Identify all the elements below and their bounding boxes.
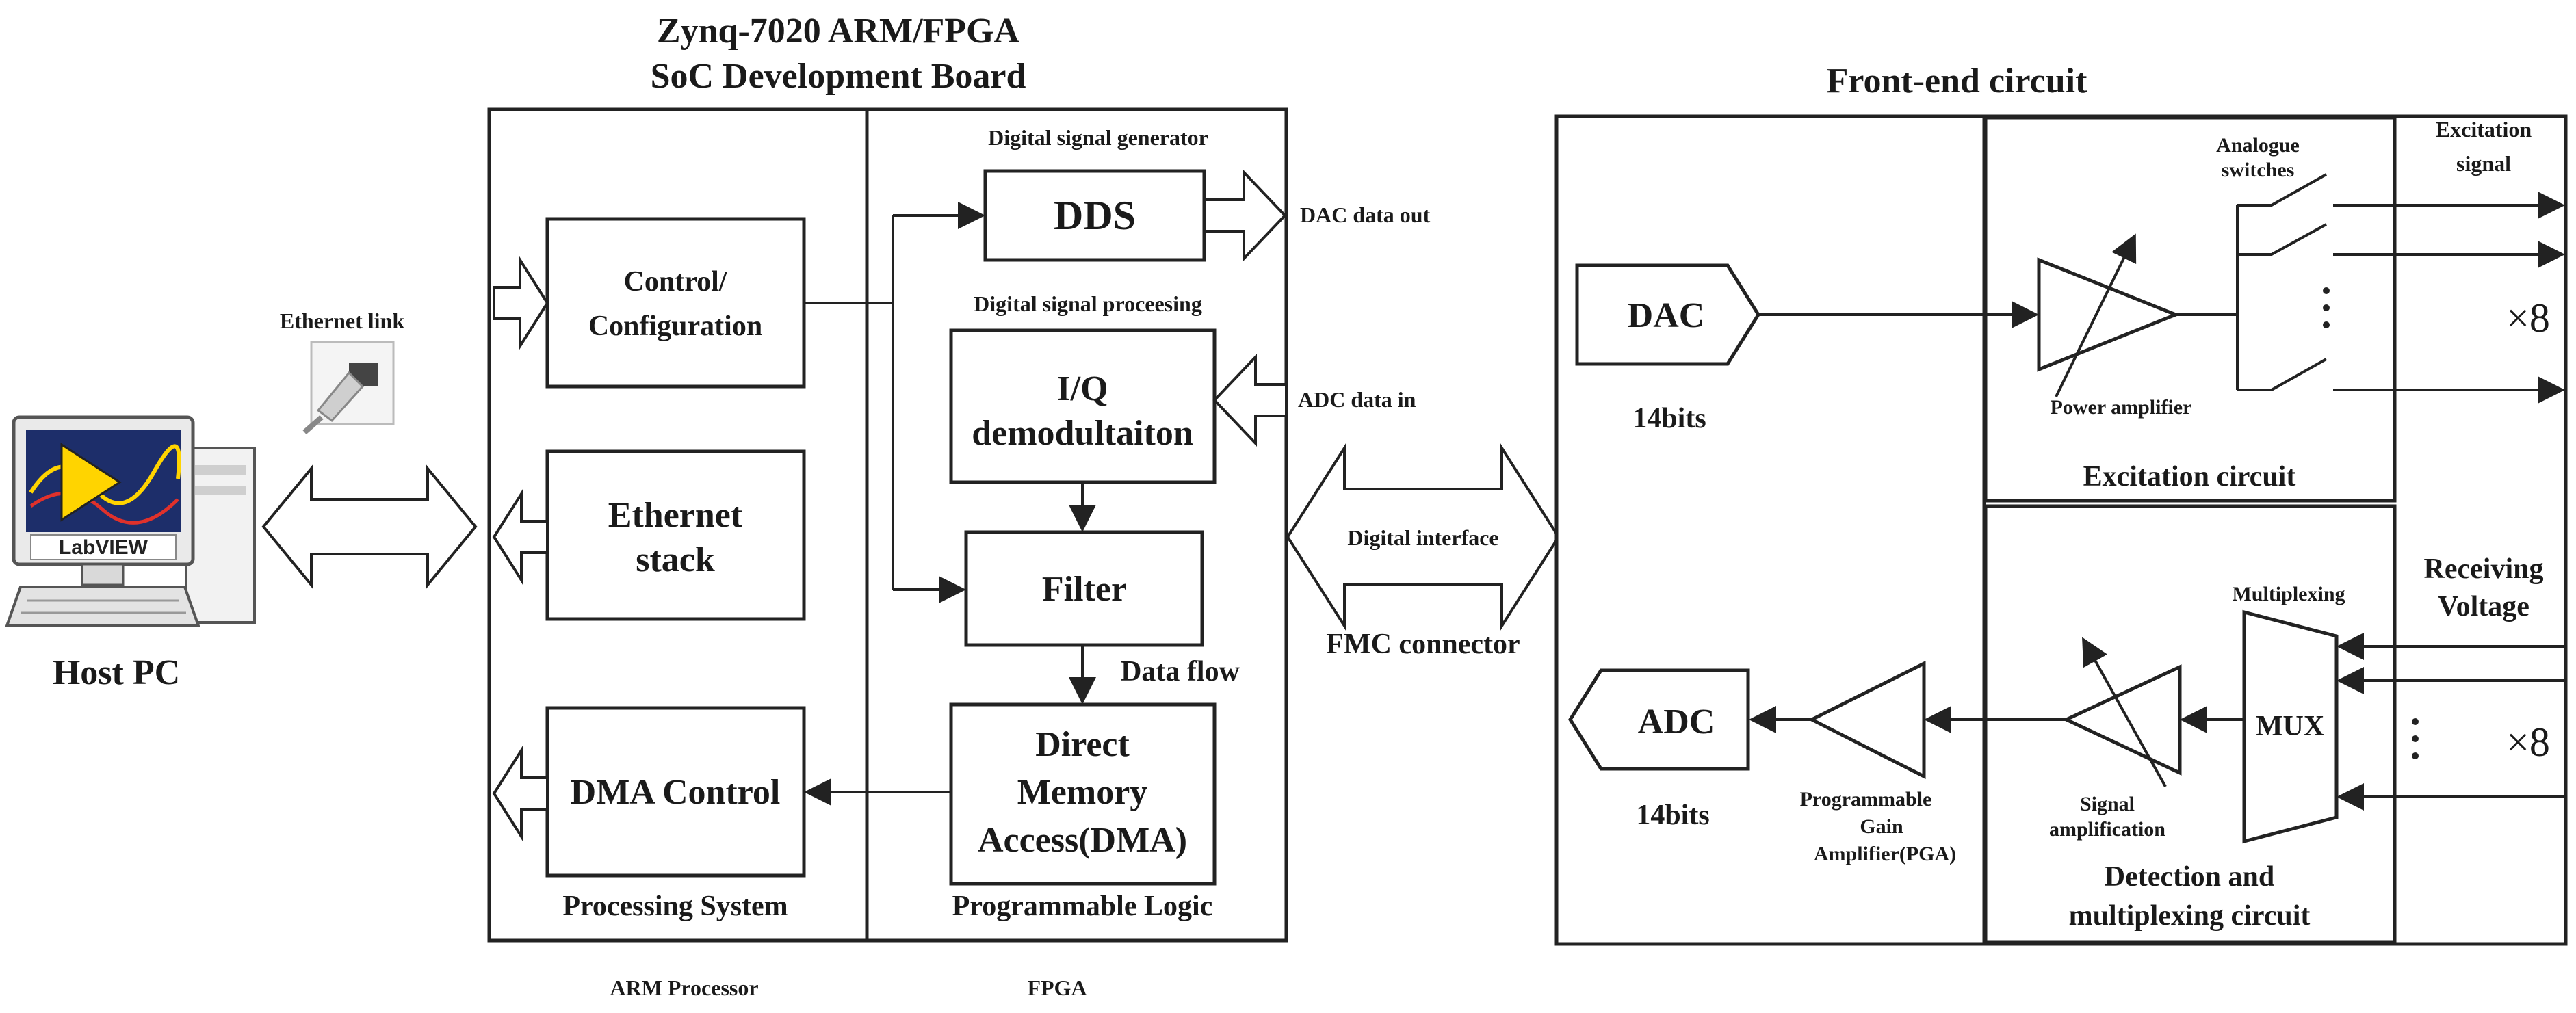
ethernet-output-arrow [492,489,549,585]
dds-block [983,169,1206,262]
power-amp-label: Power amplifier [2051,396,2192,419]
filter-label: Filter [1042,570,1127,609]
iq-demodulation-block [949,328,1217,484]
analogue-switches-symbol [2236,173,2330,391]
ps-footer-label: Processing System [562,891,788,922]
adc-bits-label: 14bits [1636,800,1709,831]
receiving-ellipsis [2412,718,2419,759]
switches-label-line2: switches [2222,159,2295,181]
excitation-circuit-label: Excitation circuit [2083,461,2296,492]
iq-label-line1: I/Q [1056,369,1108,408]
fpga-label: FPGA [1027,975,1087,1000]
iq-label-line2: demodultaiton [972,414,1193,453]
pl-footer-label: Programmable Logic [952,891,1213,922]
mux-label: MUX [2256,711,2324,742]
filter-block [964,530,1204,647]
dma-label-line2: Memory [1017,773,1148,812]
control-input-arrow [493,255,549,351]
labview-logo-text: LabVIEW [59,536,148,559]
switches-label-line1: Analogue [2216,134,2300,157]
host-pc-icon: LabVIEW [5,415,256,627]
times-8-top: ×8 [2506,295,2550,341]
arm-processor-label: ARM Processor [610,975,758,1000]
times-8-bottom: ×8 [2506,720,2550,765]
adc-data-in-label: ADC data in [1298,387,1416,412]
adc-label: ADC [1638,702,1715,741]
detection-label-line1: Detection and [2105,861,2274,893]
data-flow-label: Data flow [1121,656,1240,687]
ethernet-cable-icon [302,341,395,435]
dma-label-line3: Access(DMA) [978,821,1187,860]
receiving-voltage-line2: Voltage [2438,591,2529,622]
dac-block [1575,263,1760,366]
detection-label-line2: multiplexing circuit [2069,900,2311,932]
adc-data-in-arrow [1212,354,1288,447]
control-label-line2: Configuration [588,311,762,342]
dac-label: DAC [1628,296,1705,335]
power-amp-adjust-arrow [2055,233,2137,397]
pga-label-line3: Amplifier(PGA) [1814,843,1956,865]
dac-data-out-label: DAC data out [1300,202,1431,227]
ethernet-stack-line2: stack [636,540,715,579]
dsg-label: Digital signal generator [988,125,1208,150]
mux-block [2242,609,2339,844]
signal-amp-adjust-arrow [2082,637,2167,787]
multiplexing-label: Multiplexing [2232,583,2345,605]
dma-label-line1: Direct [1035,725,1130,764]
dac-data-out-arrow [1203,169,1287,262]
pga-label-line2: Gain [1860,815,1903,838]
pga-symbol [1808,660,1926,780]
pga-label-line1: Programmable [1800,788,1932,811]
dma-control-label: DMA Control [571,773,781,812]
board-title-line2: SoC Development Board [651,57,1026,96]
host-pc-label: Host PC [53,653,180,692]
signal-amplifier-symbol [2062,664,2182,776]
dsp-label: Digital signal proceesing [974,291,1202,316]
board-title-line1: Zynq-7020 ARM/FPGA [657,12,1020,51]
adc-block [1568,668,1750,771]
dds-label: DDS [1054,193,1136,238]
fmc-connector-label: FMC connector [1326,629,1520,660]
control-label-line1: Control/ [624,266,728,298]
signal-amp-line1: Signal [2080,793,2135,815]
ethernet-bidirectional-arrow [261,464,478,589]
signal-amp-line2: amplification [2049,818,2165,841]
dma-output-arrow [492,746,549,841]
digital-interface-label: Digital interface [1347,525,1498,550]
control-configuration-block [545,217,806,389]
ethernet-link-label: Ethernet link [280,308,404,333]
excitation-signal-line1: Excitation [2436,117,2532,142]
frontend-title: Front-end circuit [1827,62,2087,101]
ethernet-stack-line1: Ethernet [608,496,743,535]
ethernet-stack-block [545,449,806,621]
dma-block [949,702,1217,886]
excitation-signal-line2: signal [2456,151,2511,176]
power-amplifier-symbol [2037,257,2181,372]
dac-bits-label: 14bits [1632,403,1706,434]
receiving-voltage-line1: Receiving [2424,553,2544,585]
